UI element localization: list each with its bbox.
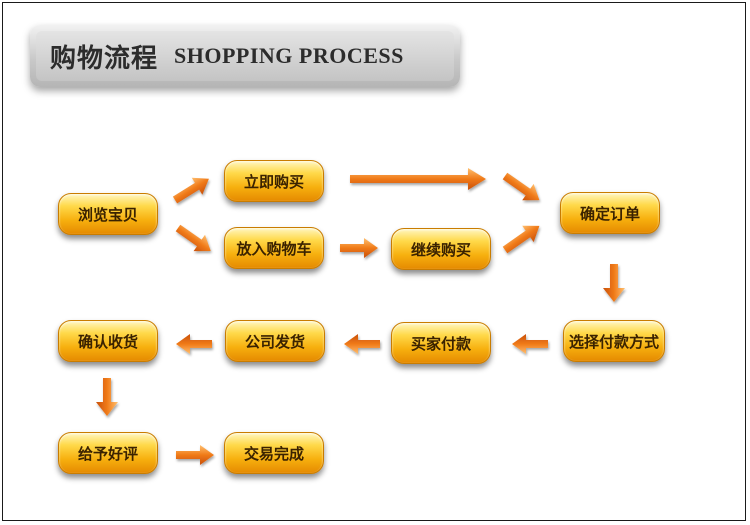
arrow-payment-to-buyer-pays [512,334,548,354]
step-confirm-receipt[interactable]: 确认收货 [58,320,158,362]
arrow-cart-to-continue [340,238,378,258]
page-header-inner: 购物流程 SHOPPING PROCESS [36,31,454,81]
step-transaction-complete[interactable]: 交易完成 [224,432,324,474]
step-choose-payment[interactable]: 选择付款方式 [563,320,665,362]
arrow-browse-to-cart [175,224,211,252]
page-title-en: SHOPPING PROCESS [174,43,404,68]
arrow-receive-to-review [96,378,118,416]
arrow-review-to-complete [176,445,214,465]
step-company-ships[interactable]: 公司发货 [225,320,325,362]
arrow-browse-to-buynow [172,177,209,204]
arrow-continue-to-confirm-order [502,225,540,254]
arrow-buyer-pays-to-ship [344,334,380,354]
step-browse-items[interactable]: 浏览宝贝 [58,193,158,235]
step-leave-review[interactable]: 给予好评 [58,432,158,474]
step-add-to-cart[interactable]: 放入购物车 [224,227,324,269]
arrow-ship-to-receive [176,334,212,354]
page-header: 购物流程 SHOPPING PROCESS [30,25,460,87]
arrow-confirm-to-payment [603,264,625,302]
step-buyer-pays[interactable]: 买家付款 [391,322,491,364]
arrow-buynow-long [350,168,486,190]
arrow-to-confirm-order-top [502,172,540,201]
step-confirm-order[interactable]: 确定订单 [560,192,660,234]
page-title-cn: 购物流程 [50,43,159,74]
step-buy-now[interactable]: 立即购买 [224,160,324,202]
step-continue-shopping[interactable]: 继续购买 [391,228,491,270]
